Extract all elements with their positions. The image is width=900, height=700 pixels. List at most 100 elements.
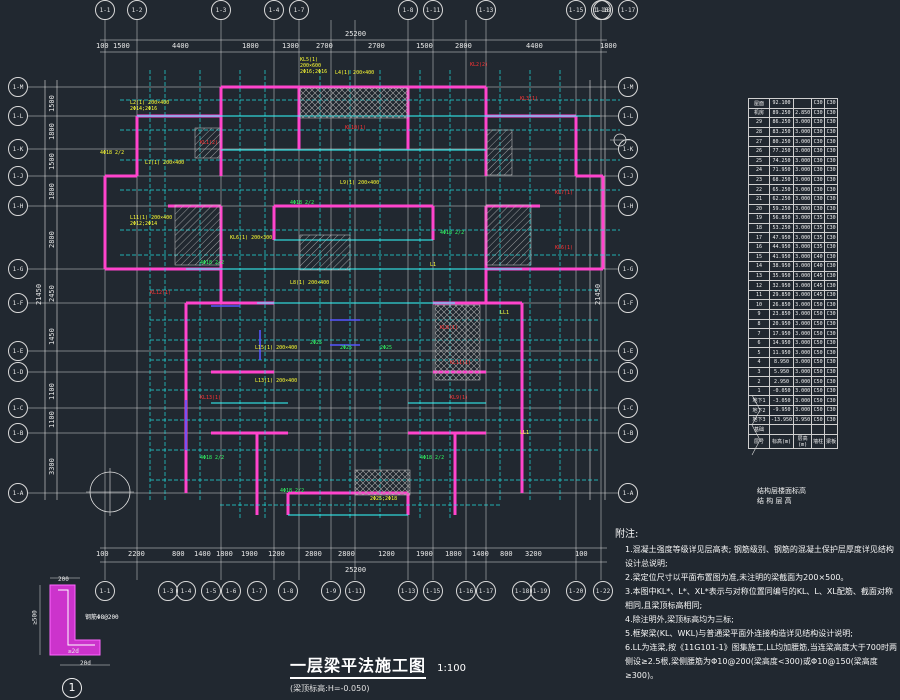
table-cell: 基础 (748, 424, 770, 435)
table-cell: C50 (811, 376, 826, 387)
table-cell: 16 (748, 241, 770, 253)
grid-axis-bubble: 1-M (8, 77, 28, 97)
table-cell: 地下3 (748, 414, 770, 426)
dimension-text: 800 (172, 550, 185, 558)
beam-annotation: KL8(1) (440, 325, 459, 331)
beam-annotation: KL7(1) (555, 190, 574, 196)
table-cell: C30 (811, 174, 826, 186)
table-cell: 地下2 (748, 405, 770, 416)
drawing-subtitle: (梁顶标高:H=-0.050) (290, 684, 370, 693)
hatched-area (485, 204, 532, 266)
dimension-text: 1800 (600, 42, 617, 50)
dimension-text-vertical: 1100 (48, 383, 56, 400)
table-cell: C30 (824, 289, 839, 301)
table-cell: 26 (748, 145, 770, 157)
grid-axis-bubble: 1-G (618, 259, 638, 279)
beam-annotation: KL13(1) (200, 395, 222, 401)
table-cell: 8.950 (768, 357, 795, 368)
table-cell: C30 (824, 337, 839, 349)
table-cell: 梁板 (824, 433, 839, 449)
table-cell: 2.850 (793, 107, 813, 119)
grid-axis-bubble: 1-15 (566, 0, 586, 20)
dimension-text-vertical: 2450 (48, 285, 56, 302)
table-cell: 14 (748, 261, 770, 272)
hatched-area (486, 129, 513, 176)
hatched-area (354, 469, 411, 496)
grid-axis-bubble: 1-17 (476, 581, 496, 601)
grid-axis-bubble: 1-8 (278, 581, 298, 601)
table-cell: 层高(m) (793, 433, 813, 449)
dimension-text: 1900 (416, 550, 433, 558)
table-cell: 3.000 (793, 126, 813, 138)
table-cell: 59.250 (768, 203, 795, 215)
table-cell: -0.050 (768, 385, 795, 397)
table-cell: 77.250 (768, 145, 795, 157)
beam-annotation: 2Φ16;2Φ16 (300, 69, 328, 75)
grid-axis-bubble: 1-D (8, 362, 28, 382)
beam-annotation: KL6(1) 200×300 (230, 235, 273, 241)
grid-axis-bubble: 1-13 (398, 581, 418, 601)
grid-axis-bubble: 1-11 (423, 0, 443, 20)
table-cell: 83.250 (768, 126, 795, 138)
grid-axis-bubble: 1-5 (201, 581, 221, 601)
table-cell: 32.950 (768, 280, 795, 291)
table-cell: 3.000 (793, 193, 813, 205)
hatched-area (194, 127, 221, 159)
beam-annotation: KL12(1) (150, 290, 172, 296)
table-cell: 3 (748, 366, 770, 378)
beam-annotation: LL1 (500, 310, 510, 316)
beam-annotation: KL10(1) (345, 125, 367, 131)
beam-annotation: L15(1) 200×400 (255, 345, 298, 351)
beam-annotation: L1 (430, 262, 437, 268)
dimension-text-vertical: 1500 (48, 95, 56, 112)
beam-annotation: 2Φ25 (340, 345, 353, 351)
table-cell: C30 (824, 261, 839, 272)
dimension-text: 1800 (242, 42, 259, 50)
beam-annotation: 2Φ25 (380, 345, 393, 351)
dimension-text: 2800 (305, 550, 322, 558)
table-cell: C30 (824, 299, 839, 311)
detail-dim-bottom: ≥2d (68, 648, 79, 655)
dimension-text: 1500 (113, 42, 130, 50)
table-cell: C30 (811, 193, 826, 205)
notes-title: 附注: (615, 529, 639, 540)
table-cell: C50 (811, 328, 826, 339)
dimension-text-vertical: 1800 (48, 123, 56, 140)
grid-axis-bubble: 1-M (618, 77, 638, 97)
table-cell: 22 (748, 184, 770, 195)
grid-axis-bubble: 1-C (8, 398, 28, 418)
table-cell: C30 (824, 366, 839, 378)
table-cell: C30 (824, 107, 839, 119)
table-cell: 3.000 (793, 222, 813, 234)
table-cell: 7 (748, 328, 770, 339)
table-cell: 3.000 (793, 165, 813, 176)
grid-axis-bubble: 1-2 (127, 0, 147, 20)
dimension-text-vertical: 1100 (48, 411, 56, 428)
table-cell: 3.000 (793, 328, 813, 339)
table-cell: 19 (748, 213, 770, 224)
table-cell: 92.100 (768, 98, 795, 109)
detail-dim-left: ≥500 (31, 610, 39, 625)
table-cell: 6 (748, 337, 770, 349)
dimension-text: 1500 (416, 42, 433, 50)
dimension-text-vertical: 21450 (35, 283, 43, 305)
grid-axis-bubble: 1-K (618, 139, 638, 159)
dimension-text-vertical: 2800 (48, 231, 56, 248)
dimension-text: 4400 (526, 42, 543, 50)
table-cell: C30 (811, 184, 826, 195)
table-cell: 3.000 (793, 366, 813, 378)
hatched-area (434, 304, 481, 381)
beam-annotation: KL11(1) (450, 360, 472, 366)
